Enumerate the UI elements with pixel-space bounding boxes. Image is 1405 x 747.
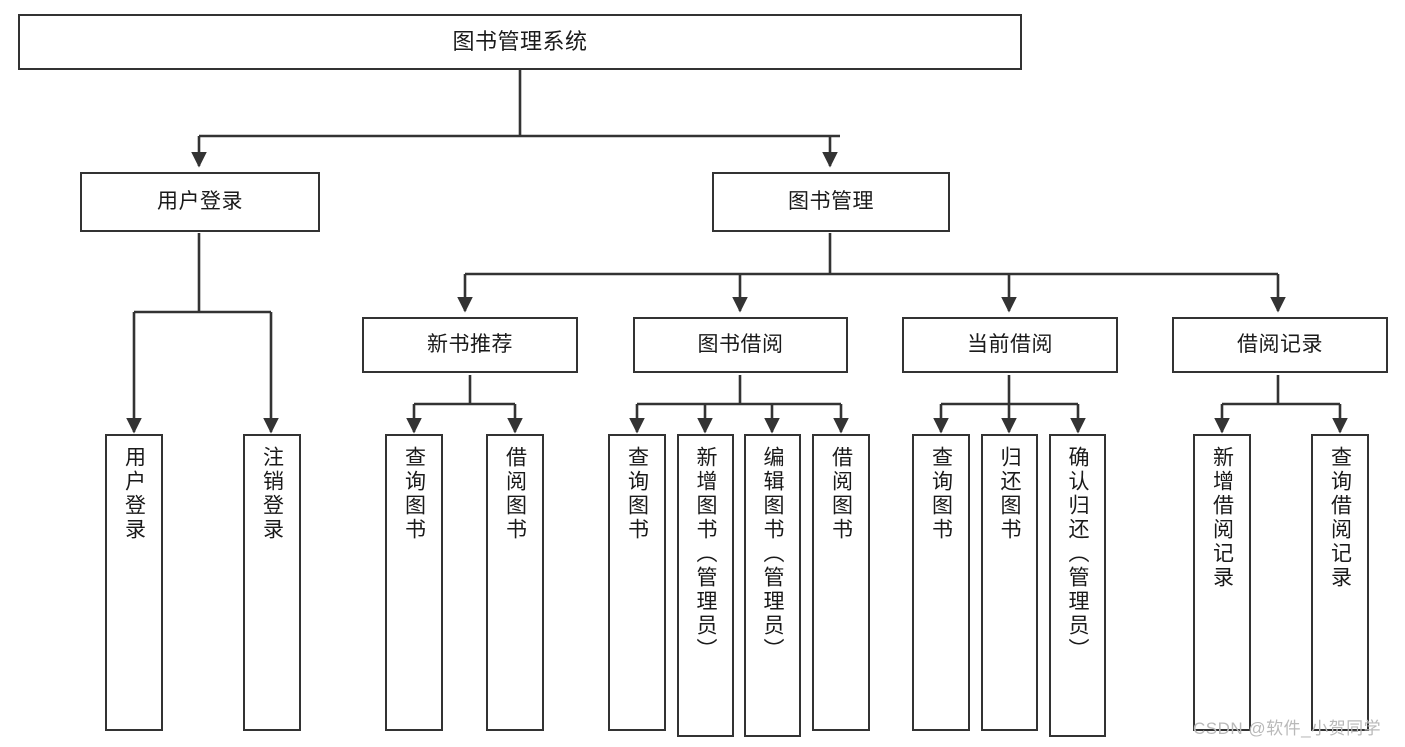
node-leaf-add-record[interactable]: 新增借阅记录: [1193, 434, 1251, 731]
node-leaf-return-book[interactable]: 归还图书: [981, 434, 1038, 731]
node-leaf-confirm-return[interactable]: 确认归还（管理员）: [1049, 434, 1106, 737]
node-leaf-borrow-book-1-label: 借阅图书: [503, 446, 527, 542]
node-leaf-edit-book-label: 编辑图书（管理员）: [761, 446, 784, 662]
node-leaf-borrow-book-1[interactable]: 借阅图书: [486, 434, 544, 731]
node-book-borrow-label: 图书借阅: [697, 332, 784, 356]
node-root-label: 图书管理系统: [452, 29, 588, 55]
node-root[interactable]: 图书管理系统: [18, 14, 1022, 70]
node-leaf-add-book-label: 新增图书（管理员）: [694, 446, 717, 662]
node-leaf-user-logout-label: 注销登录: [260, 446, 284, 542]
node-leaf-borrow-book-2-label: 借阅图书: [829, 446, 853, 542]
node-leaf-query-book-3-label: 查询图书: [929, 446, 953, 542]
node-leaf-user-login-label: 用户登录: [122, 446, 146, 542]
node-book-manage-label: 图书管理: [788, 189, 874, 213]
node-leaf-add-book[interactable]: 新增图书（管理员）: [677, 434, 734, 737]
node-current-borrow-label: 当前借阅: [967, 332, 1053, 356]
node-borrow-record-label: 借阅记录: [1237, 332, 1323, 356]
csdn-watermark: CSDN @软件_小贺同学: [1193, 719, 1382, 738]
node-leaf-return-book-label: 归还图书: [998, 446, 1021, 542]
node-new-book-recommend-label: 新书推荐: [427, 332, 513, 356]
node-leaf-user-login[interactable]: 用户登录: [105, 434, 163, 731]
node-current-borrow[interactable]: 当前借阅: [902, 317, 1118, 373]
node-leaf-query-book-2-label: 查询图书: [625, 446, 649, 542]
node-book-borrow[interactable]: 图书借阅: [633, 317, 848, 373]
node-leaf-query-book-2[interactable]: 查询图书: [608, 434, 666, 731]
node-leaf-query-book-3[interactable]: 查询图书: [912, 434, 970, 731]
node-user-login-label: 用户登录: [157, 189, 243, 213]
node-leaf-confirm-return-label: 确认归还（管理员）: [1066, 446, 1089, 662]
node-leaf-query-book-1[interactable]: 查询图书: [385, 434, 443, 731]
node-leaf-query-record-label: 查询借阅记录: [1328, 446, 1352, 590]
node-user-login[interactable]: 用户登录: [80, 172, 320, 232]
node-new-book-recommend[interactable]: 新书推荐: [362, 317, 578, 373]
node-leaf-user-logout[interactable]: 注销登录: [243, 434, 301, 731]
node-leaf-query-book-1-label: 查询图书: [402, 446, 426, 542]
node-book-manage[interactable]: 图书管理: [712, 172, 950, 232]
node-leaf-borrow-book-2[interactable]: 借阅图书: [812, 434, 870, 731]
node-leaf-edit-book[interactable]: 编辑图书（管理员）: [744, 434, 801, 737]
node-leaf-add-record-label: 新增借阅记录: [1210, 446, 1234, 590]
node-borrow-record[interactable]: 借阅记录: [1172, 317, 1388, 373]
node-leaf-query-record[interactable]: 查询借阅记录: [1311, 434, 1369, 731]
